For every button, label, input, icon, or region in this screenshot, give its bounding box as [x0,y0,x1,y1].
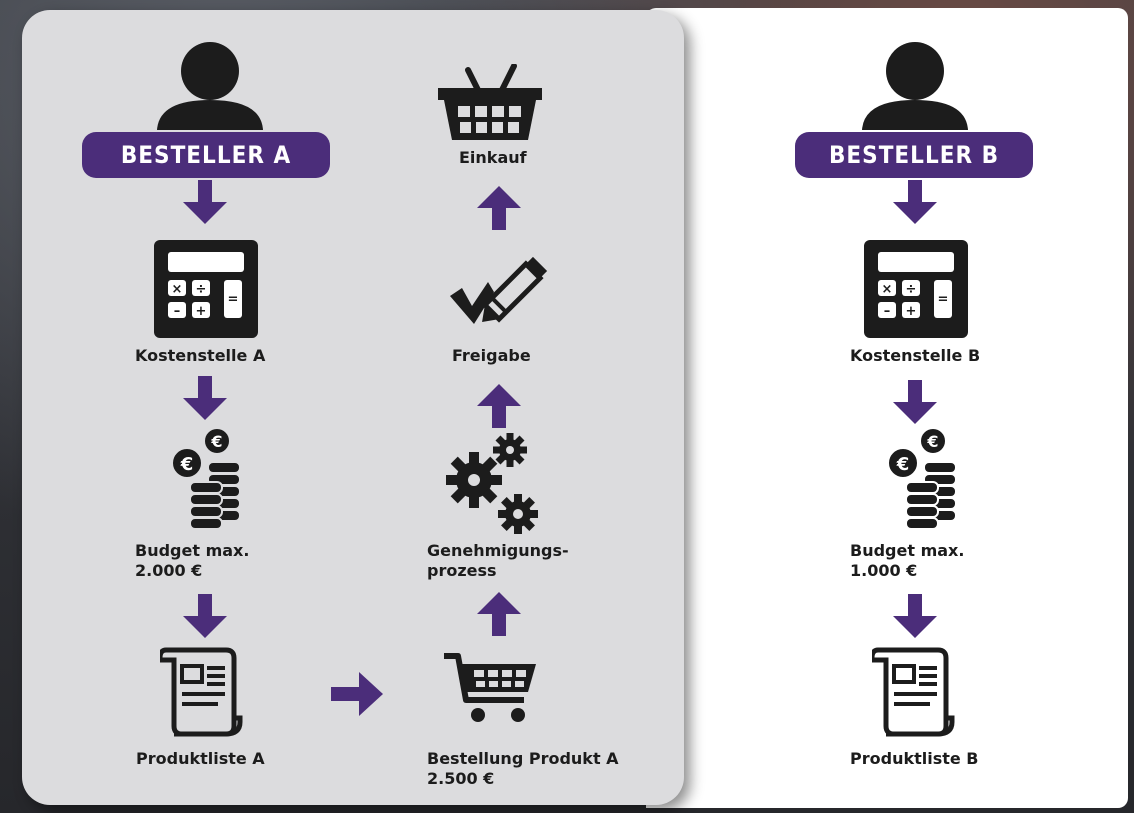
checkmark-pencil-icon [448,244,558,328]
svg-text:€: € [210,432,222,451]
basket-icon [438,64,542,140]
produktliste-b-label: Produktliste B [850,749,979,768]
besteller-a-badge: BESTELLER A [82,132,330,178]
arrow-down-icon [183,594,227,638]
genehmigung-line2: prozess [427,561,497,580]
gears-icon [444,432,544,536]
svg-text:€: € [896,454,910,475]
svg-text:=: = [938,292,949,307]
arrow-down-icon [893,594,937,638]
svg-text:÷: ÷ [906,282,917,297]
svg-text:+: + [906,304,917,319]
arrow-up-icon [477,186,521,230]
arrow-up-icon [477,592,521,636]
shopping-cart-icon [442,652,538,724]
svg-text:=: = [228,292,239,307]
calculator-icon: × ÷ – + = [154,240,258,338]
freigabe-label: Freigabe [452,346,531,365]
arrow-down-icon [893,180,937,224]
arrow-right-icon [331,672,383,716]
einkauf-label: Einkauf [459,148,527,167]
arrow-down-icon [183,180,227,224]
svg-text:+: + [196,304,207,319]
euro-coins-icon: € € [170,426,242,530]
svg-text:€: € [180,454,194,475]
svg-text:×: × [882,282,893,297]
svg-text:÷: ÷ [196,282,207,297]
arrow-up-icon [477,384,521,428]
calculator-icon: × ÷ – + = [864,240,968,338]
bestellung-line1: Bestellung Produkt A [427,749,619,768]
svg-text:€: € [926,432,938,451]
document-icon [160,646,244,738]
document-icon [872,646,956,738]
besteller-b-badge: BESTELLER B [795,132,1033,178]
kostenstelle-a-label: Kostenstelle A [135,346,266,365]
arrow-down-icon [893,380,937,424]
arrow-down-icon [183,376,227,420]
produktliste-a-label: Produktliste A [136,749,265,768]
budget-b-line2: 1.000 € [850,561,918,580]
kostenstelle-b-label: Kostenstelle B [850,346,981,365]
budget-a-line1: Budget max. [135,541,250,560]
svg-text:–: – [174,304,181,319]
budget-a-line2: 2.000 € [135,561,203,580]
euro-coins-icon: € € [886,426,958,530]
person-icon [860,38,970,130]
bestellung-line2: 2.500 € [427,769,495,788]
person-icon [155,38,265,130]
svg-text:×: × [172,282,183,297]
svg-text:–: – [884,304,891,319]
genehmigung-line1: Genehmigungs- [427,541,569,560]
budget-b-line1: Budget max. [850,541,965,560]
